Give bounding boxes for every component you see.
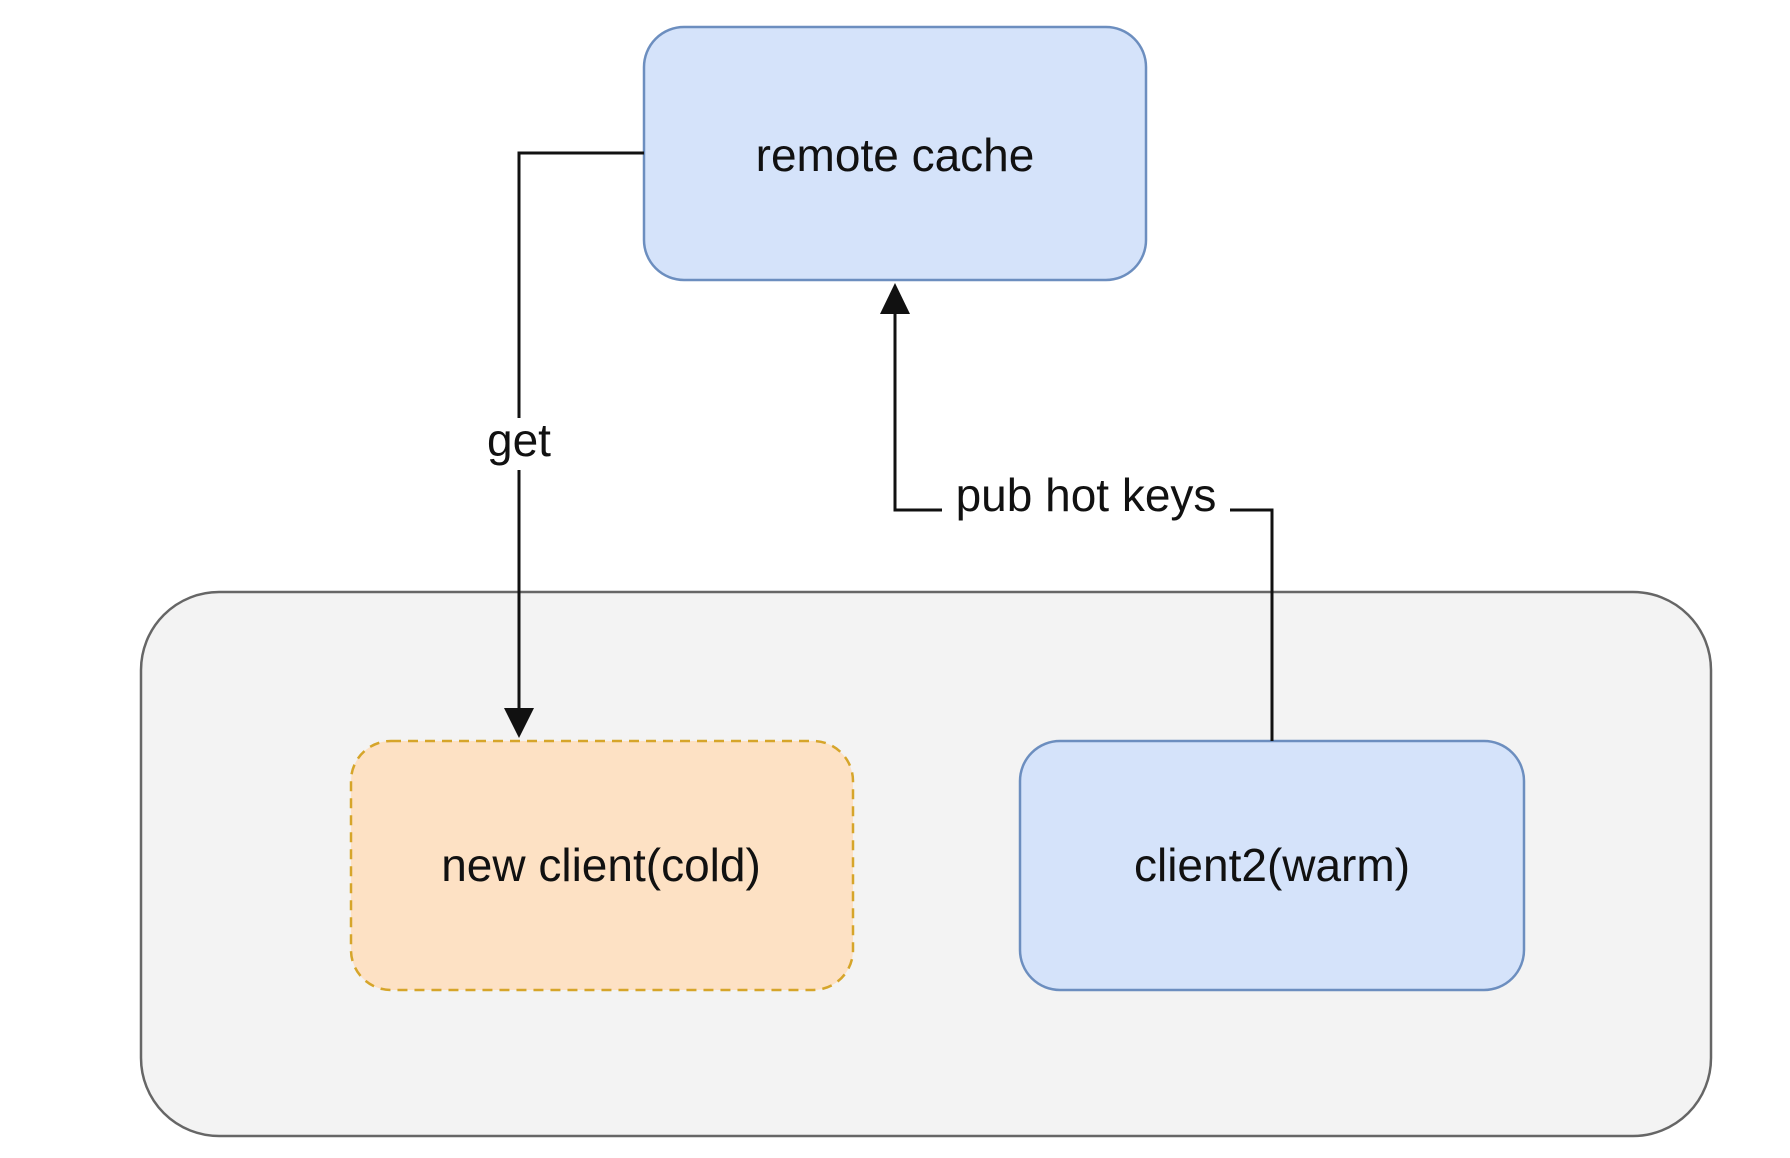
- new-client-label: new client(cold): [441, 839, 761, 891]
- get-arrowhead-icon: [504, 708, 534, 738]
- remote-cache-label: remote cache: [756, 129, 1035, 181]
- pub-arrowhead-icon: [880, 283, 910, 314]
- get-edge-line: [517, 151, 644, 418]
- get-edge-label: get: [487, 414, 551, 466]
- client2-label: client2(warm): [1134, 839, 1410, 891]
- pub-hot-keys-edge: pub hot keys: [880, 283, 1274, 741]
- new-client-box: [349, 739, 855, 992]
- remote-cache-node[interactable]: remote cache: [642, 25, 1148, 282]
- pub-hot-keys-label: pub hot keys: [956, 469, 1217, 521]
- get-edge: get: [487, 151, 644, 738]
- client2-node[interactable]: client2(warm): [1018, 739, 1526, 992]
- pub-edge-line-left: [893, 310, 942, 512]
- pub-edge-line-right: [1230, 508, 1274, 741]
- new-client-node[interactable]: new client(cold): [349, 739, 855, 992]
- client-group-container: [139, 590, 1713, 1138]
